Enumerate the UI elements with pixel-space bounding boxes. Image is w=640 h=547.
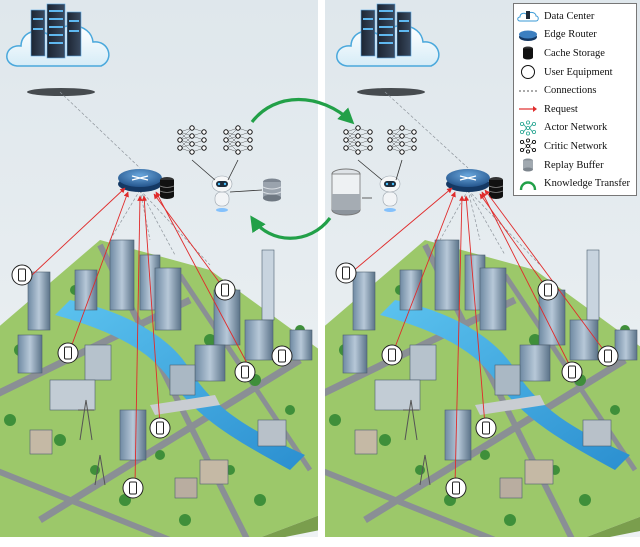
legend-item-data-center: Data Center xyxy=(516,7,636,26)
legend-item-knowledge-transfer: Knowledge Transfer xyxy=(516,174,636,193)
legend-label: Knowledge Transfer xyxy=(544,178,631,190)
user-equipment-icon xyxy=(57,342,79,364)
user-equipment-icon xyxy=(561,361,583,383)
user-equipment-icon xyxy=(475,417,497,439)
critic-network-icon xyxy=(516,138,540,155)
edge-router-icon xyxy=(516,27,540,43)
cache-storage-icon-left xyxy=(159,177,175,199)
user-equipment-icon xyxy=(597,345,619,367)
replay-buffer-icon-right xyxy=(331,168,361,216)
legend-label: Edge Router xyxy=(544,29,597,41)
legend-item-critic-network: Critic Network xyxy=(516,137,636,156)
connections-icon xyxy=(516,83,540,99)
cache-storage-icon xyxy=(516,45,540,61)
user-equipment-icon xyxy=(11,264,33,286)
legend-label: Data Center xyxy=(544,10,595,22)
data-center-icon xyxy=(516,8,540,24)
user-equipment-icon xyxy=(234,361,256,383)
edge-router-icon-right xyxy=(445,168,491,193)
user-equipment-icon xyxy=(537,279,559,301)
request-icon xyxy=(516,101,540,117)
legend: Data Center Edge Router Cache Storage Us… xyxy=(513,3,637,196)
legend-item-edge-router: Edge Router xyxy=(516,26,636,45)
user-equipment-icon xyxy=(381,344,403,366)
user-equipment-icon xyxy=(516,64,540,80)
knowledge-transfer-arrows xyxy=(250,97,355,240)
user-equipment-icon xyxy=(445,477,467,499)
user-equipment-icon xyxy=(271,345,293,367)
legend-label: User Equipment xyxy=(544,66,613,78)
knowledge-transfer-icon xyxy=(516,176,540,192)
user-equipment-icon xyxy=(149,417,171,439)
legend-item-connections: Connections xyxy=(516,81,636,100)
right-city-illustration xyxy=(320,240,640,547)
legend-item-replay-buffer: Replay Buffer xyxy=(516,156,636,175)
replay-buffer-icon xyxy=(516,157,540,173)
legend-item-request: Request xyxy=(516,100,636,119)
legend-label: Actor Network xyxy=(544,122,608,134)
request-arrows-right xyxy=(351,187,609,486)
user-equipment-icon xyxy=(335,262,357,284)
legend-item-user-equipment: User Equipment xyxy=(516,63,636,82)
replay-buffer-icon-left xyxy=(262,178,282,202)
actor-network-icon xyxy=(516,120,540,136)
user-equipment-icon xyxy=(214,279,236,301)
legend-label: Critic Network xyxy=(544,140,608,152)
legend-item-cache-storage: Cache Storage xyxy=(516,44,636,63)
user-equipment-icon xyxy=(122,477,144,499)
legend-label: Request xyxy=(544,103,578,115)
left-city-illustration xyxy=(0,240,320,547)
legend-label: Connections xyxy=(544,85,597,97)
legend-label: Cache Storage xyxy=(544,47,605,59)
legend-label: Replay Buffer xyxy=(544,159,604,171)
legend-item-actor-network: Actor Network xyxy=(516,119,636,138)
cache-storage-icon-right xyxy=(488,177,504,199)
request-arrows-left xyxy=(31,187,249,486)
